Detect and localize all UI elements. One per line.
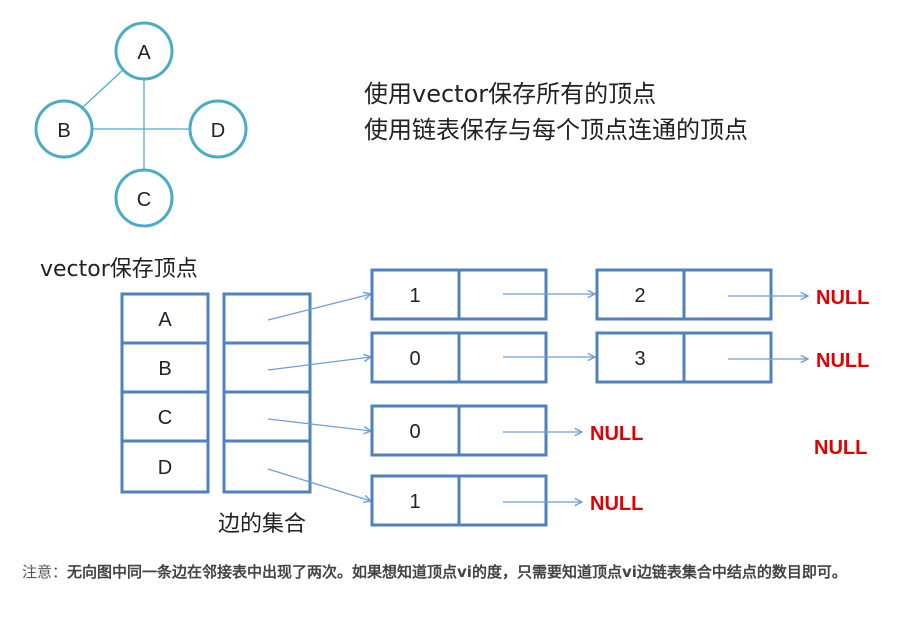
vector-title: vector保存顶点 xyxy=(40,257,198,282)
vector-array xyxy=(120,292,210,494)
node-value: 1 xyxy=(409,491,420,513)
node-value: 3 xyxy=(634,348,645,370)
graph-edges xyxy=(81,67,190,170)
node-value: 0 xyxy=(409,348,420,370)
vertex-label: B xyxy=(57,120,70,142)
edge-set-array xyxy=(222,292,312,494)
node-value: 2 xyxy=(634,285,645,307)
adjacency-row-b: 0 3 NULL xyxy=(267,331,869,384)
vector-cell-label: D xyxy=(158,457,172,479)
vector-cell-label: C xyxy=(158,407,172,429)
null-label: NULL xyxy=(816,350,869,372)
node-value: 0 xyxy=(409,421,420,443)
adjacency-row-c: 0 NULL xyxy=(267,404,643,457)
vertex-label: C xyxy=(137,189,151,211)
node-value: 1 xyxy=(409,285,420,307)
edge-a-b xyxy=(81,67,126,109)
adjacency-list-diagram: A B D C vector保存顶点 A B C D 边的集合 xyxy=(34,21,869,537)
vertex-label: A xyxy=(137,42,151,64)
graph-vertex-a: A xyxy=(114,21,174,81)
footnote-body: 无向图中同一条边在邻接表中出现了两次。如果想知道顶点vi的度，只需要知道顶点vi… xyxy=(67,563,847,581)
description-line-1: 使用vector保存所有的顶点 xyxy=(364,80,657,108)
vector-cell-c xyxy=(120,390,210,443)
graph-vertex-b: B xyxy=(34,99,94,159)
edge-set-cell xyxy=(222,292,312,345)
null-label: NULL xyxy=(590,423,643,445)
graph-vertex-c: C xyxy=(114,168,174,228)
vertex-label: D xyxy=(211,120,225,142)
stray-null-label: NULL xyxy=(814,437,867,459)
description-line-2: 使用链表保存与每个顶点连通的顶点 xyxy=(364,116,748,144)
list-node: 0 xyxy=(370,404,548,457)
list-node: 2 xyxy=(595,268,773,321)
vector-cell-b xyxy=(120,341,210,394)
list-node: 0 xyxy=(370,331,548,384)
edge-set-cell xyxy=(222,341,312,394)
adjacency-row-d: 1 NULL xyxy=(267,468,643,527)
edge-set-cell xyxy=(222,390,312,443)
adjacency-row-a: 1 2 NULL xyxy=(267,268,869,321)
pointer-arrow xyxy=(267,468,371,501)
pointer-arrow xyxy=(267,357,371,371)
pointer-arrow xyxy=(267,294,371,321)
vector-cell-label: A xyxy=(158,309,172,331)
graph-vertex-d: D xyxy=(188,99,248,159)
pointer-arrow xyxy=(267,418,371,431)
footnote: 注意：无向图中同一条边在邻接表中出现了两次。如果想知道顶点vi的度，只需要知道顶… xyxy=(22,558,892,587)
vector-cell-label: B xyxy=(158,358,171,380)
null-label: NULL xyxy=(590,493,643,515)
null-label: NULL xyxy=(816,287,869,309)
footnote-prefix: 注意： xyxy=(22,563,68,581)
vector-cell-d xyxy=(120,439,210,494)
edge-set-label: 边的集合 xyxy=(218,512,306,537)
list-node: 3 xyxy=(595,331,773,384)
list-node: 1 xyxy=(370,474,548,527)
edge-set-cell xyxy=(222,439,312,494)
